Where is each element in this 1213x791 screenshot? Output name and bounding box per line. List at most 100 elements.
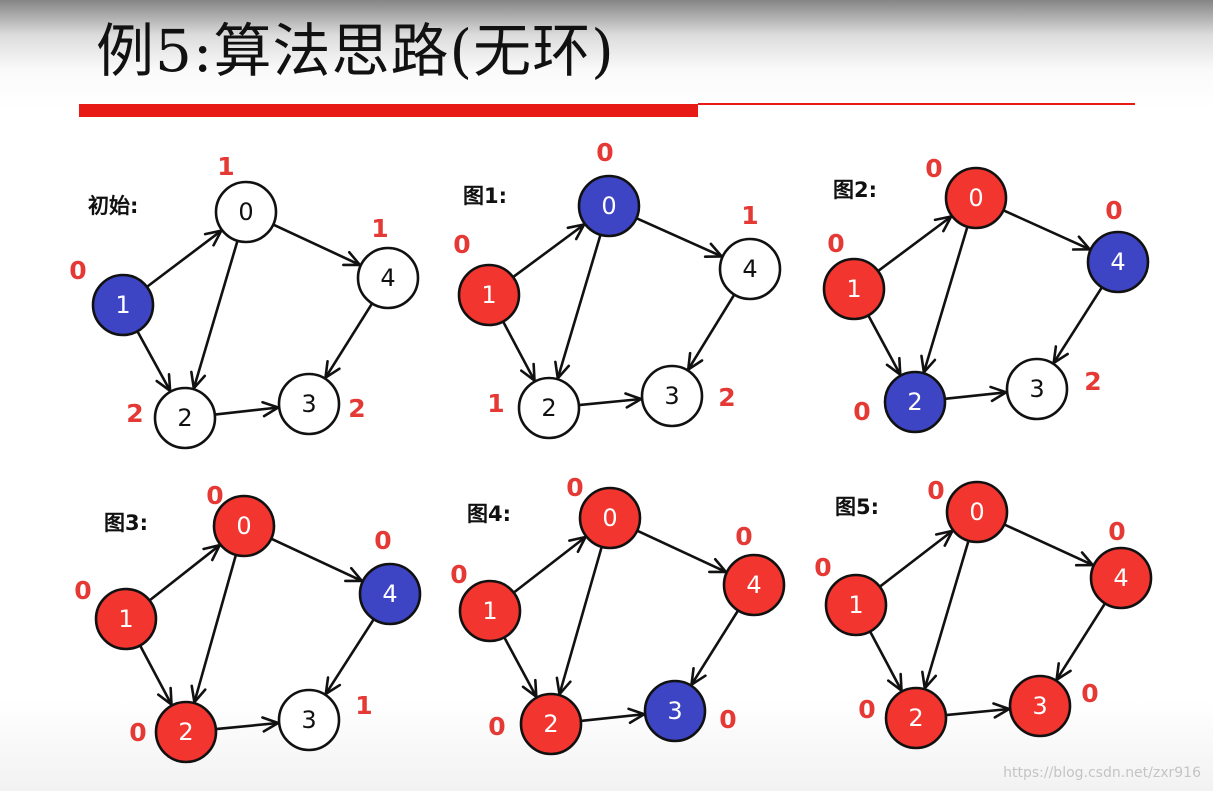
graph-node [91, 273, 155, 337]
in-degree-label: 0 [719, 705, 736, 734]
graph-node [718, 237, 782, 301]
graph-node [519, 692, 583, 756]
edge-arrow [555, 546, 603, 696]
graph-node [945, 480, 1009, 544]
in-degree-label: 0 [927, 476, 944, 505]
in-degree-label: 2 [348, 394, 365, 423]
in-degree-label: 2 [1084, 367, 1101, 396]
edge-arrow [190, 240, 239, 390]
edge-arrow [148, 543, 221, 602]
edge-arrow [1002, 209, 1091, 251]
node-id: 3 [667, 697, 682, 725]
node-id: 4 [380, 264, 395, 292]
graph-node [640, 364, 704, 428]
graph-node [722, 553, 786, 617]
edge-arrow [215, 716, 280, 733]
edge-arrow [635, 217, 724, 258]
graph-node [1008, 674, 1072, 738]
node-id: 2 [907, 388, 922, 416]
in-degree-label: 1 [741, 201, 758, 230]
in-degree-label: 0 [74, 576, 91, 605]
panel-label: 图2: [833, 178, 877, 202]
graph-node [277, 372, 341, 436]
edge-arrow [272, 223, 362, 267]
graph-node [578, 486, 642, 550]
in-degree-label: 0 [69, 256, 86, 285]
graph-node [212, 494, 276, 558]
edge-arrow [920, 226, 969, 374]
node-id: 1 [118, 605, 133, 633]
edge-arrow [512, 535, 587, 594]
node-id: 3 [664, 382, 679, 410]
edge-arrow [146, 229, 223, 288]
graph-node [1005, 357, 1069, 421]
edge-arrow [877, 215, 953, 273]
graph-node [358, 562, 422, 626]
edge-arrow [944, 385, 1008, 403]
edge-arrow [867, 314, 902, 377]
node-id: 2 [543, 710, 558, 738]
edge-arrow [270, 537, 364, 583]
node-id: 3 [1029, 375, 1044, 403]
edge-arrow [324, 302, 374, 380]
in-degree-label: 0 [1105, 196, 1122, 225]
graph-node [214, 180, 278, 244]
page-title: 例5:算法思路(无环) [96, 17, 615, 85]
node-id: 2 [178, 718, 193, 746]
in-degree-label: 0 [566, 473, 583, 502]
graph-node [944, 166, 1008, 230]
graph-node [153, 386, 217, 450]
in-degree-label: 0 [206, 481, 223, 510]
edge-arrow [138, 644, 173, 706]
node-id: 0 [969, 498, 984, 526]
in-degree-label: 1 [487, 389, 504, 418]
node-id: 0 [236, 512, 251, 540]
node-id: 4 [1110, 248, 1125, 276]
graph-node [822, 257, 886, 321]
graph-node [577, 174, 641, 238]
graph-node [356, 246, 420, 310]
edge-arrow [868, 630, 903, 692]
node-id: 2 [177, 404, 192, 432]
graph-node [824, 573, 888, 637]
node-id: 2 [908, 704, 923, 732]
edge-arrow [945, 702, 1011, 719]
graph-node [277, 688, 341, 752]
edge-arrow [501, 320, 536, 382]
graph-node [1089, 546, 1153, 610]
graph-node [884, 686, 948, 750]
graph-node [458, 579, 522, 643]
node-id: 3 [301, 706, 316, 734]
watermark: https://blog.csdn.net/zxr916 [1003, 765, 1201, 781]
edge-arrow [554, 234, 602, 380]
panel-label: 图1: [463, 184, 507, 208]
graph-node [154, 700, 218, 764]
edge-arrow [578, 392, 643, 409]
node-id: 0 [968, 184, 983, 212]
node-id: 2 [541, 394, 556, 422]
node-id: 3 [301, 390, 316, 418]
in-degree-label: 0 [1108, 517, 1125, 546]
node-id: 1 [115, 291, 130, 319]
edge-arrow [879, 529, 954, 588]
in-degree-label: 0 [1081, 679, 1098, 708]
in-degree-label: 1 [217, 152, 234, 181]
edge-arrow [136, 330, 172, 393]
in-degree-label: 0 [129, 718, 146, 747]
title-underline-thick [79, 104, 698, 117]
in-degree-label: 0 [453, 230, 470, 259]
node-id: 0 [601, 192, 616, 220]
edge-arrow [1055, 602, 1107, 682]
in-degree-label: 0 [450, 560, 467, 589]
in-degree-label: 0 [925, 154, 942, 183]
edge-arrow [324, 618, 375, 696]
graph-node [517, 376, 581, 440]
node-id: 0 [238, 198, 253, 226]
edge-arrow [503, 636, 538, 699]
edge-arrow [214, 400, 280, 418]
